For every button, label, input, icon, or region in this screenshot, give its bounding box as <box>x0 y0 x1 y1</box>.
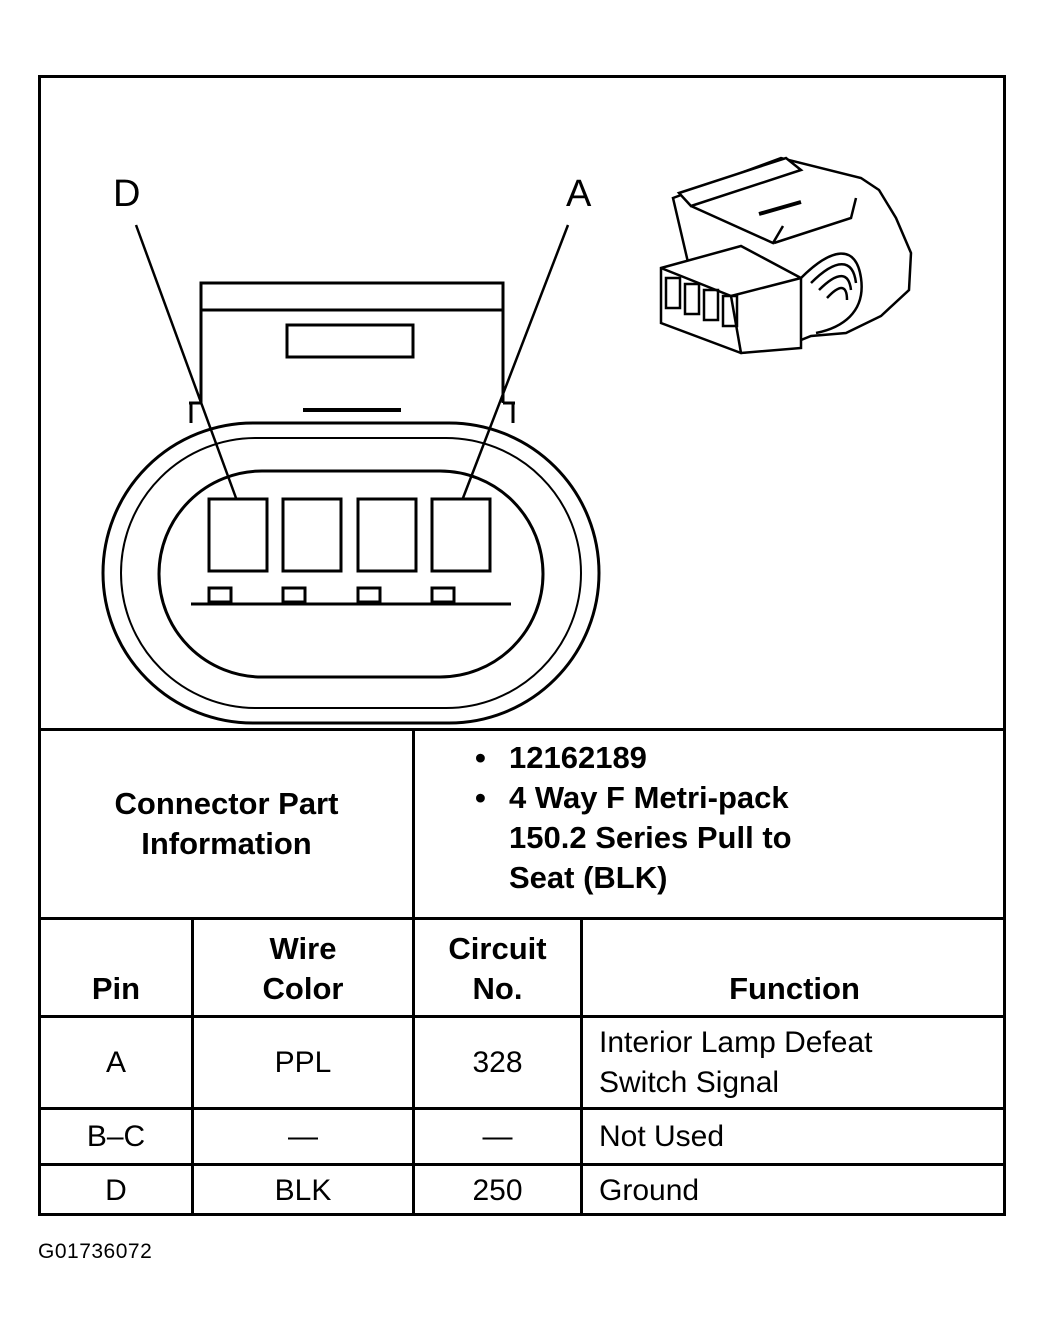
connector-latch-housing <box>199 281 505 403</box>
row-a-circuit: 328 <box>472 1045 523 1079</box>
connector-outer-shell <box>101 421 601 725</box>
row-bc-circuit: — <box>482 1119 513 1153</box>
connector-cavity-surround <box>157 469 545 679</box>
pin-label-a: A <box>566 173 592 215</box>
row-a-wire-color: PPL <box>274 1045 332 1079</box>
info-label-cell: Connector Part Information <box>41 731 412 917</box>
row-d-wire-color: BLK <box>274 1174 332 1207</box>
divider-row-bc <box>41 1163 1003 1166</box>
header-function: Function <box>729 971 860 1006</box>
leader-line-d <box>134 224 238 499</box>
connector-diagram: D A <box>101 156 913 725</box>
divider-table-top <box>41 917 1003 920</box>
row-d-function: Ground <box>599 1174 700 1207</box>
info-bullet-list: • 12162189 • 4 Way F Metri-pack 150.2 Se… <box>475 738 792 898</box>
header-wire-color: Wire Color <box>262 931 344 1006</box>
info-item-description: • 4 Way F Metri-pack 150.2 Series Pull t… <box>475 780 792 895</box>
leader-line-a <box>461 224 570 499</box>
header-circuit-no: Circuit No. <box>448 931 547 1006</box>
divider-row-a <box>41 1107 1003 1110</box>
divider-header-bottom <box>41 1015 1003 1018</box>
divider-info-top <box>41 728 1003 731</box>
figure-code: G01736072 <box>38 1240 153 1263</box>
divider-col-2 <box>412 917 415 1216</box>
divider-col-1 <box>191 917 194 1216</box>
divider-col-3 <box>580 917 583 1216</box>
latch-window <box>285 323 415 359</box>
row-a-function: Interior Lamp Defeat Switch Signal <box>599 1025 873 1099</box>
pin-label-d: D <box>113 173 140 215</box>
cavity-d <box>207 497 269 573</box>
connector-inner-shell <box>120 437 582 709</box>
row-a-pin: A <box>105 1045 126 1079</box>
cavity-b <box>356 497 418 573</box>
row-bc-wire-color: — <box>288 1119 318 1153</box>
header-pin: Pin <box>91 971 141 1006</box>
row-d-pin: D <box>105 1174 127 1207</box>
connector-frame: D A C <box>38 75 1006 1216</box>
info-label: Connector Part Information <box>114 786 339 861</box>
row-d-circuit: 250 <box>472 1174 523 1207</box>
cavity-c <box>281 497 343 573</box>
connector-3d-view <box>659 156 913 355</box>
row-bc-function: Not Used <box>599 1119 725 1153</box>
row-bc-pin: B–C <box>86 1119 146 1153</box>
info-item-part-number: • 12162189 <box>475 740 647 775</box>
divider-info-vertical <box>412 728 415 917</box>
cavity-a <box>430 497 492 573</box>
info-details-cell: • 12162189 • 4 Way F Metri-pack 150.2 Se… <box>475 738 995 913</box>
